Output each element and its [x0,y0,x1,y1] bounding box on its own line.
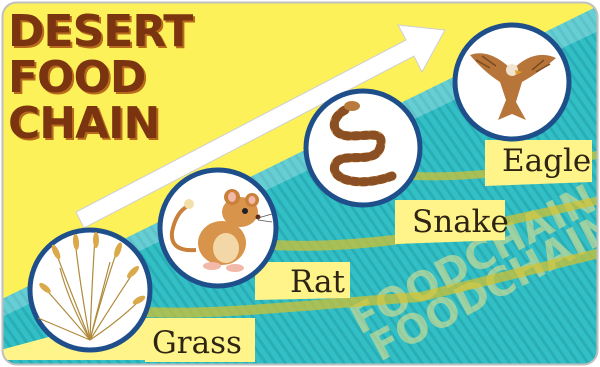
title-line-1: DESERT [8,10,192,54]
rat-label: Rat [290,266,345,298]
snake-label: Snake [412,206,509,238]
grass-label: Grass [152,327,242,359]
snake-icon [306,91,420,205]
title-line-3: CHAIN [8,102,159,146]
rat-icon [160,170,276,286]
title-line-2: FOOD [8,56,145,100]
eagle-icon [455,25,569,139]
eagle-label: Eagle [502,145,591,177]
grass-icon [30,230,150,350]
